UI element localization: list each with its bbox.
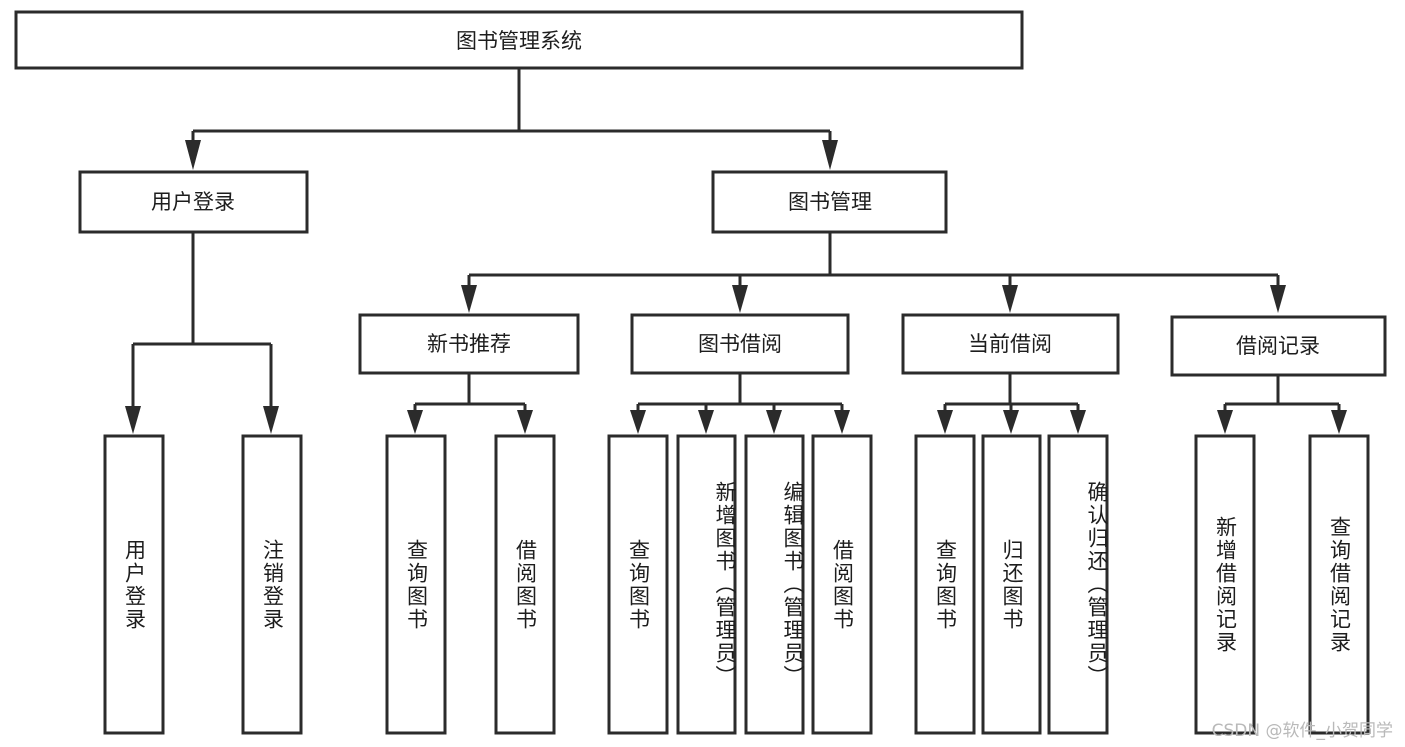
node-user-login-box[interactable] [78,170,309,234]
node-borrow-record-box[interactable] [1170,315,1387,377]
node-book-management-label: 图书管理 [788,190,872,214]
arrowhead-leaf-6 [766,410,782,434]
leaf-box-11[interactable] [1194,434,1256,735]
arrowhead-leaf-7 [834,410,850,434]
watermark-text: CSDN @软件_小贺同学 [1211,721,1393,741]
node-current-borrow-label: 当前借阅 [968,332,1052,356]
arrowhead-leaf-3 [517,410,533,434]
arrowhead-level3-3 [1270,285,1286,313]
node-book-management-box[interactable] [711,170,948,234]
node-user-login-label: 用户登录 [151,190,235,214]
arrowhead-leaf-0 [125,406,141,434]
leaf-box-4[interactable] [607,434,669,735]
arrowhead-leaf-11 [1217,410,1233,434]
node-book-borrow[interactable]: 图书借阅 [630,313,850,375]
leaf-box-6[interactable] [744,434,805,735]
connector-group-root [185,68,838,170]
arrowhead-level3-0 [461,285,477,313]
node-new-book-recommend-box[interactable] [358,313,580,375]
arrowhead-level3-1 [732,285,748,313]
arrowhead-leaf-8 [937,410,953,434]
leaf-box-3[interactable] [494,434,556,735]
leaf-box-12[interactable] [1308,434,1370,735]
arrowhead-leaf-5 [698,410,714,434]
node-current-borrow[interactable]: 当前借阅 [901,313,1120,375]
arrowhead-level3-2 [1002,285,1018,313]
node-book-management[interactable]: 图书管理 [711,170,948,234]
arrowhead-leaf-2 [407,410,423,434]
node-book-borrow-box[interactable] [630,313,850,375]
arrowhead-user-login [185,140,201,170]
arrowhead-book-manage [822,140,838,170]
node-root-box[interactable] [14,10,1024,70]
arrowhead-leaf-9 [1003,410,1019,434]
connector-group-current-borrow [937,373,1086,434]
connector-group-book-manage [461,232,1286,313]
connector-group-borrow-record [1217,375,1347,434]
leaf-box-7[interactable] [811,434,873,735]
arrowhead-leaf-10 [1070,410,1086,434]
connector-group-user-login [125,232,279,434]
connector-group-new-book [407,373,533,434]
node-current-borrow-box[interactable] [901,313,1120,375]
leaf-box-0[interactable] [103,434,165,735]
node-new-book-recommend-label: 新书推荐 [427,332,511,356]
node-borrow-record[interactable]: 借阅记录 [1170,315,1387,377]
leaf-box-9[interactable] [981,434,1042,735]
node-root-label: 图书管理系统 [456,29,582,53]
node-new-book-recommend[interactable]: 新书推荐 [358,313,580,375]
leaf-box-8[interactable] [914,434,976,735]
connector-group-book-borrow [630,373,850,434]
arrowhead-leaf-12 [1331,410,1347,434]
leaf-box-2[interactable] [385,434,447,735]
leaf-box-5[interactable] [676,434,737,735]
node-root[interactable]: 图书管理系统 [14,10,1024,70]
arrowhead-leaf-1 [263,406,279,434]
leaf-box-1[interactable] [241,434,303,735]
node-user-login[interactable]: 用户登录 [78,170,309,234]
node-borrow-record-label: 借阅记录 [1236,334,1320,358]
arrowhead-leaf-4 [630,410,646,434]
leaf-box-10[interactable] [1047,434,1109,735]
leaf-box-group [103,434,1370,735]
node-book-borrow-label: 图书借阅 [698,332,782,356]
